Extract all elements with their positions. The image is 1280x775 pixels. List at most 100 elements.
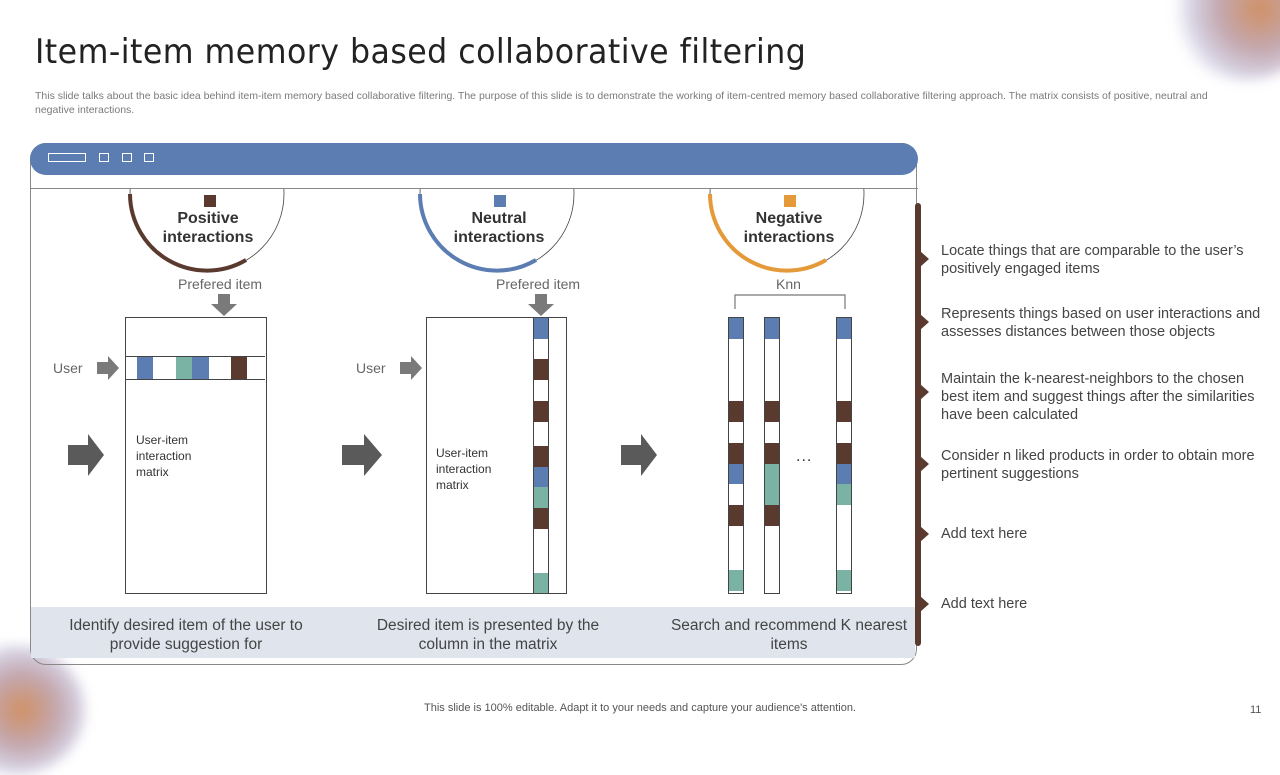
bullet-text: Consider n liked products in order to ob… xyxy=(941,448,1255,482)
label-line: interactions xyxy=(453,229,545,246)
neutral-color-swatch xyxy=(494,195,506,207)
empty-cell xyxy=(729,338,743,380)
empty-cell xyxy=(729,484,743,505)
positive-cell xyxy=(765,442,779,464)
neutral-cell xyxy=(137,357,153,379)
positive-interactions-circle xyxy=(122,189,292,279)
positive-cell xyxy=(729,442,743,464)
window-button-icon xyxy=(122,153,132,162)
decorative-blob-top-right xyxy=(1170,0,1280,80)
empty-cell xyxy=(837,422,851,443)
label-line: Neutral xyxy=(471,210,527,227)
label-line: Positive xyxy=(177,210,239,227)
empty-cell xyxy=(209,357,231,379)
positive-cell xyxy=(729,401,743,422)
prefered-item-label: Prefered item xyxy=(496,276,581,292)
footer-note: This slide is 100% editable. Adapt it to… xyxy=(424,702,856,714)
neutral-cell xyxy=(192,357,209,379)
ellipsis: ... xyxy=(796,448,813,465)
bullet-text: Locate things that are comparable to the… xyxy=(941,243,1244,277)
empty-cell xyxy=(765,338,779,380)
empty-cell xyxy=(247,357,265,379)
bullet-arrow-icon xyxy=(920,251,929,267)
positive-cell xyxy=(534,507,548,529)
window-button-icon xyxy=(144,153,154,162)
empty-cell xyxy=(534,528,548,551)
knn-column xyxy=(836,317,852,594)
neutral-cell xyxy=(534,318,548,339)
neutral-cell xyxy=(729,463,743,484)
down-arrow-icon xyxy=(211,294,237,316)
teal-cell xyxy=(837,484,851,505)
empty-cell xyxy=(837,525,851,546)
positive-cell xyxy=(231,357,247,379)
empty-cell xyxy=(729,546,743,570)
empty-cell xyxy=(765,380,779,401)
label-line: interaction xyxy=(436,462,492,476)
positive-arc xyxy=(128,193,248,273)
knn-column xyxy=(764,317,780,594)
empty-cell xyxy=(729,422,743,443)
bullet-arrow-icon xyxy=(920,526,929,542)
page-title: Item-item memory based collaborative fil… xyxy=(35,32,807,72)
label-line: User-item xyxy=(436,446,489,460)
neutral-interactions-label: Neutral interactions xyxy=(414,209,584,247)
window-button-icon xyxy=(99,153,109,162)
teal-cell xyxy=(765,463,779,484)
empty-cell xyxy=(765,570,779,591)
bullet-arrow-icon xyxy=(920,596,929,612)
page-subtitle: This slide talks about the basic idea be… xyxy=(35,90,1208,116)
teal-cell xyxy=(729,570,743,591)
positive-interactions-label: Positive interactions xyxy=(123,209,293,247)
empty-cell xyxy=(837,504,851,526)
panel-header-bar xyxy=(30,143,918,175)
empty-cell xyxy=(729,525,743,546)
neutral-cell xyxy=(837,463,851,484)
empty-cell xyxy=(534,380,548,401)
positive-cell xyxy=(765,401,779,422)
item-column xyxy=(533,317,549,594)
empty-cell xyxy=(534,421,548,446)
caption-band xyxy=(31,607,915,658)
prefered-item-label: Prefered item xyxy=(178,276,263,292)
step-1-caption: Identify desired item of the user to pro… xyxy=(69,617,303,653)
step-2-caption: Desired item is presented by the column … xyxy=(376,617,600,653)
bullet-text: Add text here xyxy=(941,526,1028,542)
bullet-arrow-icon xyxy=(920,456,929,472)
positive-cell xyxy=(534,400,548,422)
label-line: interactions xyxy=(162,229,254,246)
positive-cell xyxy=(765,504,779,526)
knn-column xyxy=(728,317,744,594)
empty-cell xyxy=(765,422,779,443)
window-title-placeholder xyxy=(48,153,86,162)
empty-cell xyxy=(765,546,779,570)
knn-bracket xyxy=(734,294,846,309)
page-number: 11 xyxy=(1250,704,1262,716)
timeline-bar xyxy=(915,203,921,646)
neutral-arc xyxy=(418,193,538,273)
positive-cell xyxy=(534,445,548,467)
right-arrow-icon xyxy=(97,356,119,380)
bullet-arrow-icon xyxy=(920,384,929,400)
right-arrow-icon xyxy=(400,356,422,380)
empty-cell xyxy=(837,546,851,570)
neutral-cell xyxy=(837,318,851,339)
empty-cell xyxy=(837,338,851,380)
empty-cell xyxy=(126,357,137,379)
bullet-text: Add text here xyxy=(941,596,1028,612)
neutral-cell xyxy=(534,466,548,487)
empty-cell xyxy=(729,380,743,401)
matrix-label: User-item interaction matrix xyxy=(436,445,491,493)
label-line: matrix xyxy=(436,478,469,492)
teal-cell xyxy=(837,570,851,591)
bullet-arrow-icon xyxy=(920,314,929,330)
empty-cell xyxy=(534,550,548,573)
empty-cell xyxy=(765,525,779,546)
positive-cell xyxy=(534,359,548,380)
empty-cell xyxy=(837,380,851,401)
bullet-text: Maintain the k-nearest-neighbors to the … xyxy=(941,371,1255,423)
user-label: User xyxy=(53,360,83,376)
label-line: matrix xyxy=(136,465,169,479)
teal-cell xyxy=(176,357,192,379)
step-arrow-icon xyxy=(342,434,382,476)
